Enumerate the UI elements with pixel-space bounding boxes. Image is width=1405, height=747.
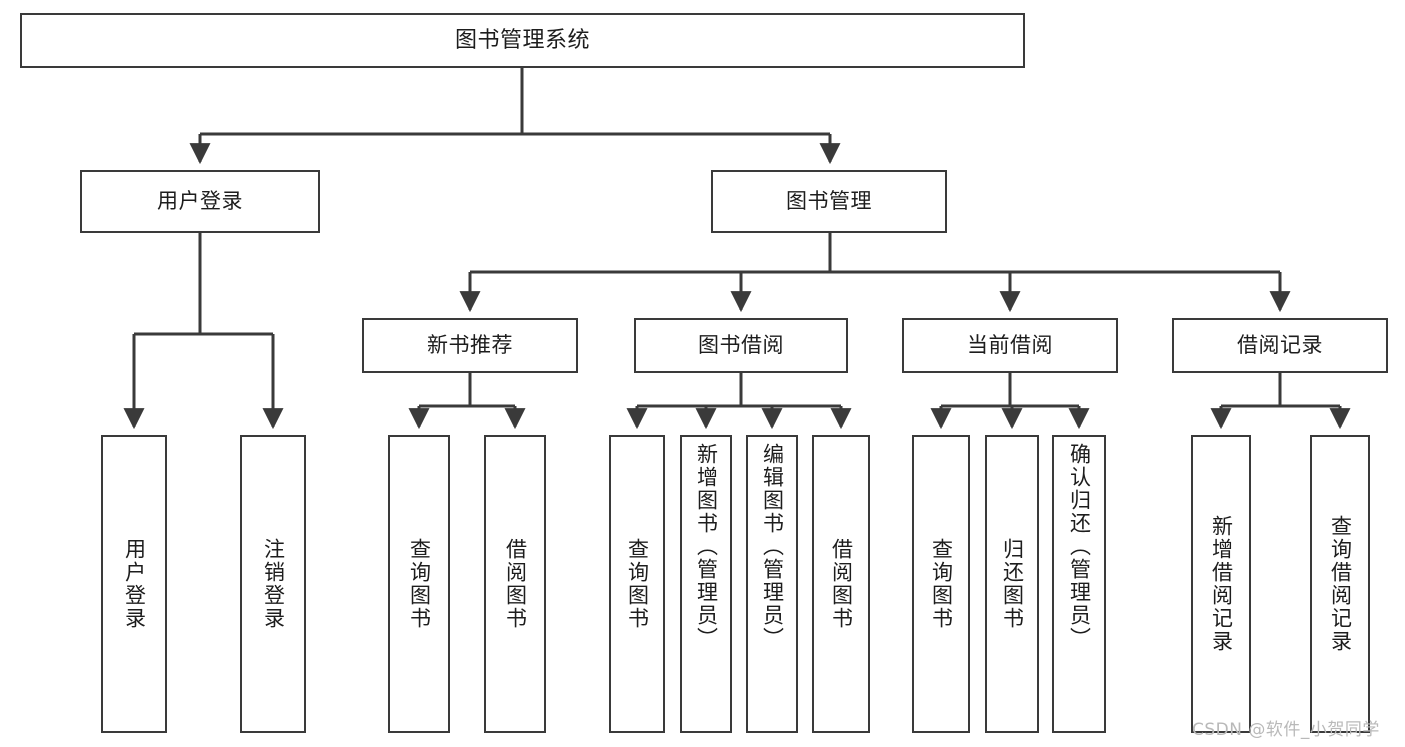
watermark: CSDN @软件_小贺同学 xyxy=(1192,720,1380,740)
node-leaf-query-book-3-label: 查询图书 xyxy=(929,538,954,630)
node-leaf-add-record[interactable]: 新增借阅记录 xyxy=(1191,435,1251,733)
node-user-login-label: 用户登录 xyxy=(157,189,243,214)
node-user-login[interactable]: 用户登录 xyxy=(80,170,320,233)
node-leaf-borrow-book-2[interactable]: 借阅图书 xyxy=(812,435,870,733)
node-leaf-query-book-1[interactable]: 查询图书 xyxy=(388,435,450,733)
node-leaf-edit-book-label: 编辑图书（管理员） xyxy=(760,443,785,650)
node-book-manage[interactable]: 图书管理 xyxy=(711,170,947,233)
node-root[interactable]: 图书管理系统 xyxy=(20,13,1025,68)
node-root-label: 图书管理系统 xyxy=(454,27,590,53)
node-book-borrow-label: 图书借阅 xyxy=(698,333,784,358)
node-leaf-return-book-label: 归还图书 xyxy=(1000,538,1025,630)
node-leaf-return-book[interactable]: 归还图书 xyxy=(985,435,1039,733)
node-leaf-borrow-book-1[interactable]: 借阅图书 xyxy=(484,435,546,733)
node-leaf-edit-book[interactable]: 编辑图书（管理员） xyxy=(746,435,798,733)
node-leaf-add-book[interactable]: 新增图书（管理员） xyxy=(680,435,732,733)
node-leaf-add-record-label: 新增借阅记录 xyxy=(1209,515,1234,653)
node-leaf-user-login-label: 用户登录 xyxy=(122,538,147,630)
node-leaf-logout-label: 注销登录 xyxy=(261,538,286,630)
node-leaf-query-book-2-label: 查询图书 xyxy=(625,538,650,630)
node-current-borrow[interactable]: 当前借阅 xyxy=(902,318,1118,373)
node-leaf-borrow-book-2-label: 借阅图书 xyxy=(829,538,854,630)
node-leaf-query-record-label: 查询借阅记录 xyxy=(1328,515,1353,653)
node-leaf-user-login[interactable]: 用户登录 xyxy=(101,435,167,733)
node-leaf-add-book-label: 新增图书（管理员） xyxy=(694,443,719,650)
node-leaf-confirm-return-label: 确认归还（管理员） xyxy=(1067,443,1092,650)
node-borrow-record[interactable]: 借阅记录 xyxy=(1172,318,1388,373)
node-current-borrow-label: 当前借阅 xyxy=(967,333,1053,358)
node-leaf-query-book-1-label: 查询图书 xyxy=(407,538,432,630)
node-leaf-confirm-return[interactable]: 确认归还（管理员） xyxy=(1052,435,1106,733)
node-book-manage-label: 图书管理 xyxy=(786,189,872,214)
node-leaf-logout[interactable]: 注销登录 xyxy=(240,435,306,733)
node-new-book-rec-label: 新书推荐 xyxy=(427,333,513,358)
node-leaf-query-record[interactable]: 查询借阅记录 xyxy=(1310,435,1370,733)
node-leaf-query-book-3[interactable]: 查询图书 xyxy=(912,435,970,733)
node-leaf-borrow-book-1-label: 借阅图书 xyxy=(503,538,528,630)
node-leaf-query-book-2[interactable]: 查询图书 xyxy=(609,435,665,733)
node-new-book-rec[interactable]: 新书推荐 xyxy=(362,318,578,373)
node-book-borrow[interactable]: 图书借阅 xyxy=(634,318,848,373)
node-borrow-record-label: 借阅记录 xyxy=(1237,333,1323,358)
